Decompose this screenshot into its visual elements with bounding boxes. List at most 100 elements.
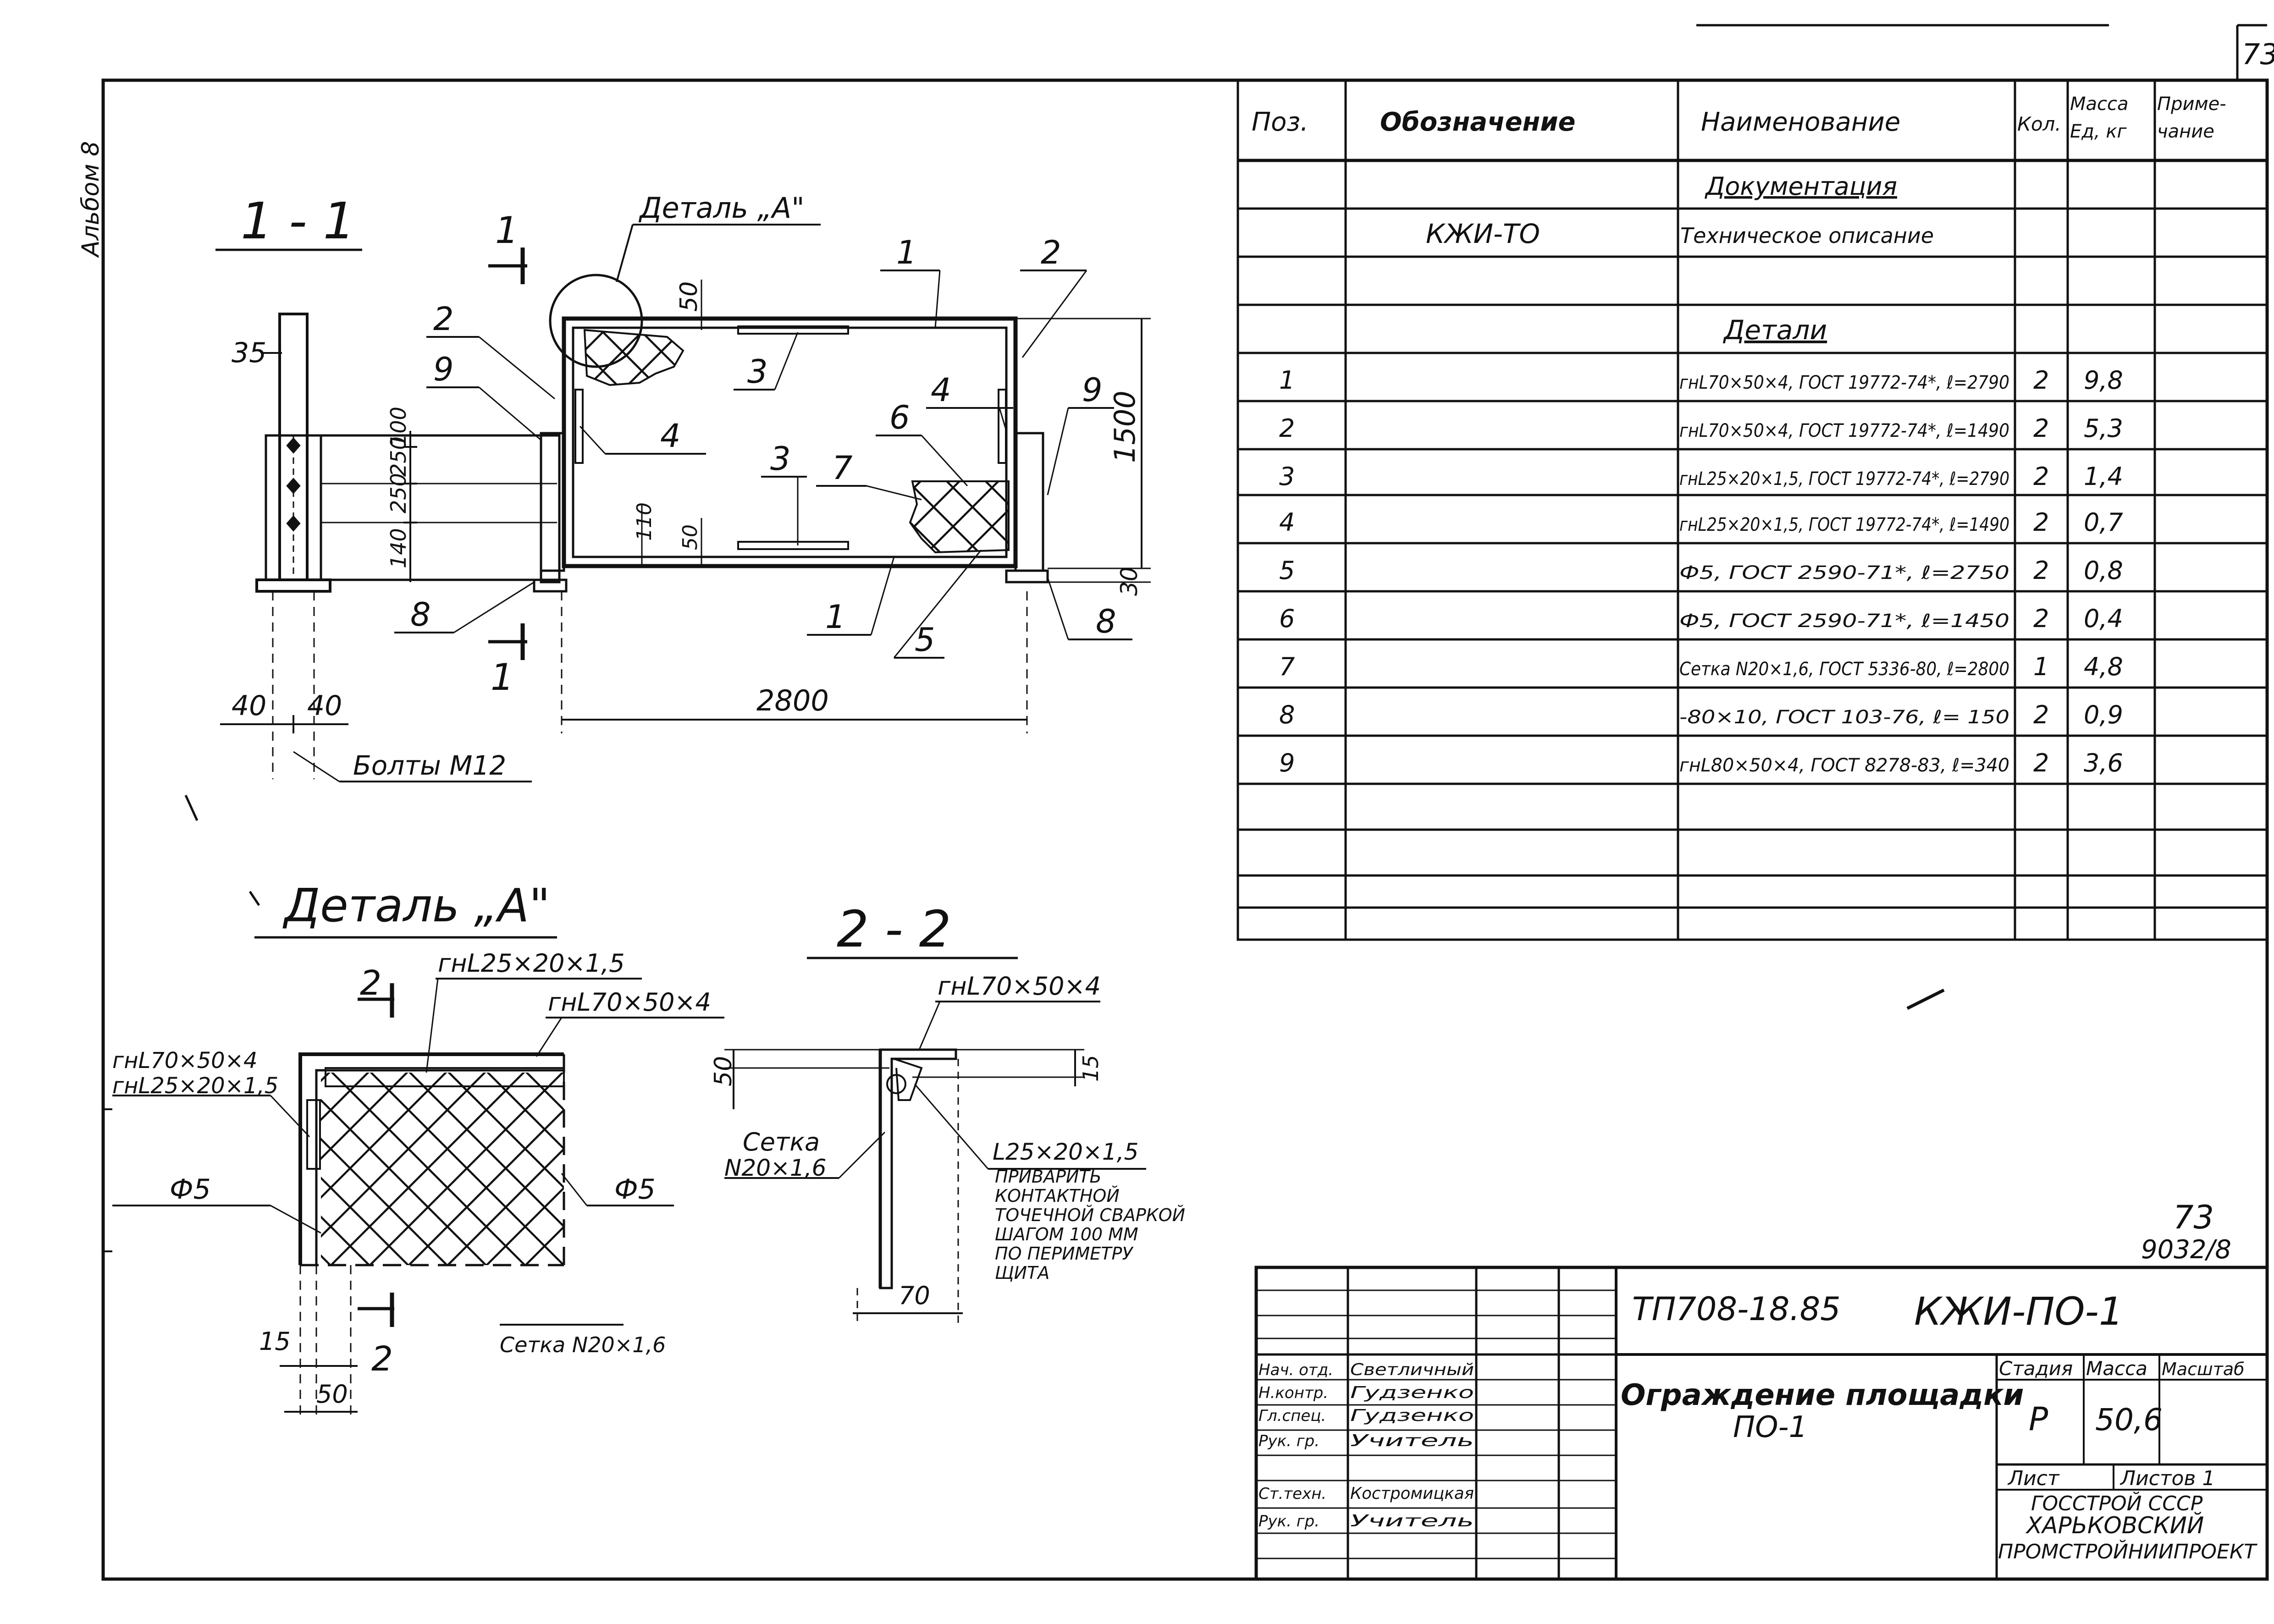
spec-rows: 1 гнL70×50×4, ГОСТ 19772-74*, ℓ=2790 2 9,8 2… [1279, 366, 2123, 777]
label-mesh-2-2-size: N20×1,6 [724, 1155, 826, 1181]
dim-70: 70 [899, 1281, 930, 1310]
view-2-2 [724, 957, 1146, 1325]
leader-9-left: 9 [433, 351, 454, 388]
col-header-designation: Обозначение [1380, 107, 1576, 137]
signature-role: Н.контр. [1258, 1384, 1328, 1402]
detail-a-cut-bottom: 2 [371, 1339, 393, 1379]
spec-row-pos: 9 [1279, 749, 1295, 777]
archive-number: 9032/8 [2141, 1235, 2231, 1265]
dim-250b: 250 [386, 473, 411, 513]
leader-3-bottom: 3 [770, 440, 791, 478]
spec-row-mass: 0,7 [2084, 508, 2123, 537]
section-parts: Детали [1722, 314, 1827, 346]
spec-row-qty: 2 [2033, 462, 2049, 491]
leader-1-top: 1 [896, 234, 917, 271]
spec-row-name: гнL25×20×1,5, ГОСТ 19772-74*, ℓ=1490 [1679, 514, 2009, 535]
spec-row-pos: 1 [1279, 366, 1295, 395]
spec-row-qty: 2 [2033, 414, 2049, 443]
dim-50: 50 [316, 1380, 348, 1409]
view-1-1-title: 1 - 1 [241, 192, 355, 250]
stray-marks [184, 794, 1945, 1010]
drawing-title-2: ПО-1 [1733, 1410, 1807, 1444]
col-header-pos: Поз. [1252, 107, 1308, 137]
signature-name: Светличный [1350, 1360, 1474, 1379]
org-line-3: ПРОМСТРОЙНИИПРОЕКТ [1998, 1539, 2257, 1563]
album-label: Альбом 8 [77, 141, 105, 258]
dim-15: 15 [259, 1327, 291, 1356]
spec-row-qty: 2 [2033, 604, 2049, 633]
spec-row-qty: 2 [2033, 366, 2049, 395]
label-angle-small: L25×20×1,5 [993, 1139, 1138, 1165]
signature-role: Нач. отд. [1258, 1361, 1333, 1379]
leader-7: 7 [832, 449, 853, 487]
spec-row-mass: 9,8 [2084, 366, 2123, 395]
label-angle-big-top: гнL70×50×4 [548, 988, 711, 1017]
spec-row-name: гнL70×50×4, ГОСТ 19772-74*, ℓ=2790 [1679, 372, 2009, 393]
label-mesh-2-2: Сетка [743, 1128, 820, 1156]
weld-note-line: КОНТАКТНОЙ [995, 1186, 1120, 1206]
spec-row-name: гнL80×50×4, ГОСТ 8278-83, ℓ=340 [1679, 755, 2009, 776]
spec-row-name: Ф5, ГОСТ 2590-71*, ℓ=1450 [1679, 611, 2009, 632]
spec-row-qty: 2 [2033, 508, 2049, 537]
drawing-title-1: Ограждение площадки [1621, 1378, 2024, 1412]
dim-15-2-2: 15 [1078, 1055, 1103, 1082]
spec-row-name: Ф5, ГОСТ 2590-71*, ℓ=2750 [1679, 562, 2009, 584]
weld-note-line: ЩИТА [995, 1263, 1049, 1283]
org-line-2: ХАРЬКОВСКИЙ [2025, 1512, 2204, 1539]
signature-role: Рук. гр. [1258, 1512, 1319, 1530]
spec-row-pos: 6 [1279, 604, 1295, 633]
label-mesh: Сетка N20×1,6 [500, 1332, 666, 1357]
spec-row-mass: 1,4 [2084, 462, 2123, 491]
label-angle-small-top: гнL25×20×1,5 [438, 949, 625, 978]
spec-row-mass: 3,6 [2084, 749, 2123, 777]
leader-4-left: 4 [660, 417, 681, 455]
detail-a-labels: Деталь „А" 2 2 гнL25×20×1,5 гнL70×50×4 г… [112, 879, 711, 1409]
spec-row-qty: 1 [2033, 652, 2049, 681]
spec-row-mass: 0,4 [2084, 604, 2123, 633]
weld-note-line: ПРИВАРИТЬ [995, 1167, 1102, 1187]
signature-role: Гл.спец. [1258, 1407, 1326, 1425]
dim-110: 110 [633, 502, 656, 541]
detail-a [103, 936, 724, 1421]
signature-name: Учитель [1350, 1431, 1474, 1450]
spec-row-name: гнL25×20×1,5, ГОСТ 19772-74*, ℓ=2790 [1679, 468, 2009, 490]
label-left-angle-2: гнL25×20×1,5 [112, 1073, 278, 1099]
signature-name: Учитель [1350, 1512, 1474, 1530]
view-2-2-labels: 2 - 2 гнL70×50×4 50 15 Сетка N20×1,6 L25… [710, 900, 1185, 1310]
weld-note-line: ПО ПЕРИМЕТРУ [995, 1244, 1134, 1264]
detail-a-callout: Деталь „А" [638, 191, 805, 225]
section-documentation: Документация [1705, 172, 1897, 201]
doc-row-designation: КЖИ-ТО [1426, 218, 1540, 249]
spec-row-mass: 0,9 [2084, 700, 2123, 729]
signature-role: Рук. гр. [1258, 1432, 1319, 1450]
spec-row-name: Сетка N20×1,6, ГОСТ 5336-80, ℓ=2800 [1679, 659, 2009, 680]
detail-a-cut-top: 2 [360, 963, 381, 1003]
view-2-2-title: 2 - 2 [837, 900, 951, 958]
signature-name: Костромицкая [1350, 1484, 1474, 1503]
dim-40a: 40 [232, 690, 266, 722]
spec-row-pos: 8 [1279, 700, 1295, 729]
leader-4-right: 4 [931, 371, 951, 409]
sheets-header: Листов 1 [2119, 1467, 2215, 1490]
weld-note-line: ТОЧЕЧНОЙ СВАРКОЙ [995, 1205, 1185, 1225]
leader-9-right: 9 [1082, 371, 1103, 409]
dim-50-bottom: 50 [679, 524, 702, 550]
dim-50-top: 50 [675, 281, 703, 312]
leader-8-left: 8 [410, 596, 431, 633]
dim-30: 30 [1116, 567, 1143, 596]
spec-row-qty: 2 [2033, 700, 2049, 729]
col-header-mass: Масса [2070, 94, 2129, 115]
view-1-1-labels: 1 - 1 Деталь „А" 1 1 35 50 100 250 250 1… [232, 191, 1143, 781]
dim-40b: 40 [307, 690, 342, 722]
view-1-1 [215, 224, 1151, 782]
scale-header: Масштаб [2162, 1359, 2245, 1379]
signature-name: Гудзенко [1350, 1383, 1474, 1402]
weld-note-line: ШАГОМ 100 ММ [995, 1224, 1138, 1244]
col-header-note: Приме- [2157, 94, 2226, 115]
detail-a-title: Деталь „А" [282, 879, 550, 932]
col-header-qty: Кол. [2017, 113, 2061, 135]
col-header-name: Наименование [1701, 107, 1900, 137]
spec-row-pos: 5 [1279, 556, 1295, 585]
